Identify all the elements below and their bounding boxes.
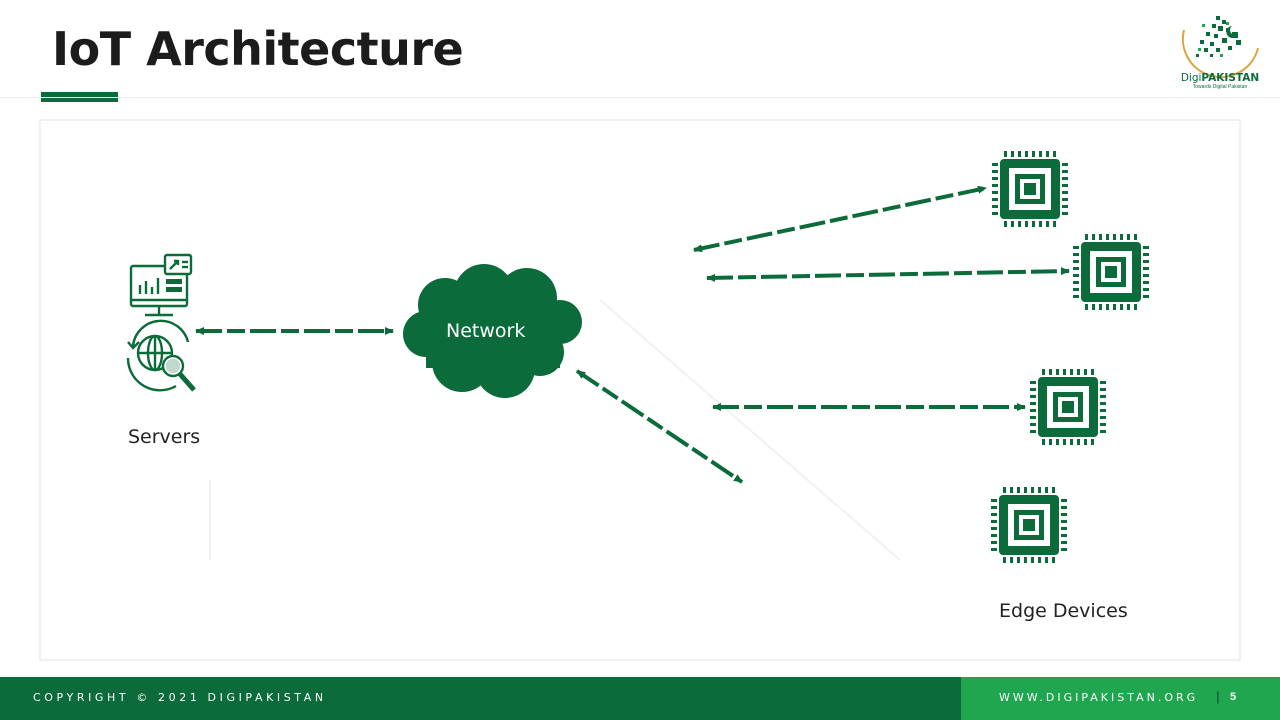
- slide-title: IoT Architecture: [52, 22, 464, 76]
- cloud-icon: [403, 264, 582, 398]
- globe-search-icon: [126, 319, 196, 392]
- edge-devices-label: Edge Devices: [999, 600, 1128, 622]
- logo-brand-prefix: Digi: [1180, 72, 1202, 84]
- logo-tagline: Towards Digital Pakistan: [1192, 84, 1248, 90]
- chip-icon: [991, 487, 1067, 563]
- chip-icon: [992, 151, 1068, 227]
- website-link[interactable]: WWW.DIGIPAKISTAN.ORG: [999, 691, 1199, 704]
- edge-arrow-1: [693, 185, 987, 253]
- iot-architecture-diagram: [39, 119, 1241, 661]
- logo-brand-suffix: PAKISTAN: [1201, 72, 1260, 84]
- footer-separator: |: [1216, 689, 1220, 704]
- header-divider: [0, 97, 1280, 98]
- edge-arrow-2: [706, 267, 1070, 282]
- footer-left-bar: [0, 677, 961, 720]
- connection-arrows: [195, 185, 1070, 484]
- chip-icon: [1073, 234, 1149, 310]
- network-label: Network: [446, 320, 526, 342]
- network-edge-arrow: [575, 369, 744, 484]
- footer-right-bar: [961, 677, 1280, 720]
- server-dashboard-icon: [129, 253, 193, 317]
- copyright-text: COPYRIGHT © 2021 DIGIPAKISTAN: [33, 691, 327, 704]
- servers-label: Servers: [128, 426, 201, 448]
- chip-icon: [1030, 369, 1106, 445]
- logo-wordmark: DigiPAKISTAN: [1170, 72, 1270, 84]
- page-number: 5: [1230, 691, 1237, 703]
- digipakistan-logo: [1181, 16, 1259, 79]
